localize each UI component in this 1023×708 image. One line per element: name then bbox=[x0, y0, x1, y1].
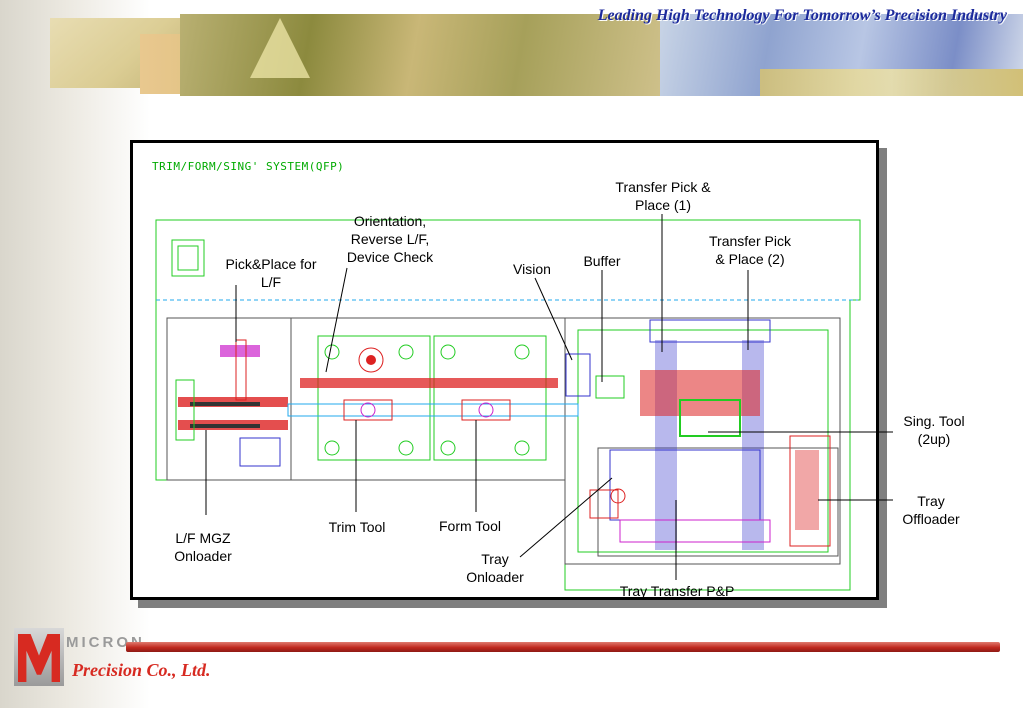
label-tray-transfer: Tray Transfer P&P bbox=[619, 583, 735, 599]
header-tagline: Leading High Technology For Tomorrow’s P… bbox=[597, 7, 1007, 24]
label-vision: Vision bbox=[513, 261, 551, 277]
left-gradient bbox=[0, 0, 150, 708]
buffer-unit bbox=[595, 375, 625, 399]
lf-rail bbox=[287, 403, 579, 417]
label-form-tool: Form Tool bbox=[439, 518, 501, 534]
trim-tool-box bbox=[317, 335, 431, 461]
company-logo: MICRON bbox=[14, 628, 142, 686]
company-name: Precision Co., Ltd. bbox=[72, 660, 211, 680]
label-transfer-pp-2: Transfer Pick& Place (2) bbox=[709, 233, 791, 267]
lf-mgz-mechanism bbox=[175, 339, 288, 467]
transfer-pp-mech bbox=[589, 319, 831, 550]
form-tool-mech bbox=[440, 344, 530, 456]
label-trim-tool: Trim Tool bbox=[328, 519, 386, 535]
label-buffer: Buffer bbox=[583, 253, 621, 269]
label-sing-tool: Sing. Tool(2up) bbox=[903, 413, 965, 447]
footer-red-bar bbox=[126, 642, 1000, 652]
leader-lines bbox=[205, 214, 893, 580]
trim-tool-mech bbox=[324, 344, 414, 456]
diagram-title: TRIM/FORM/SING' SYSTEM(QFP) bbox=[152, 160, 345, 173]
logo-word: MICRON bbox=[66, 634, 145, 651]
header-banner bbox=[40, 14, 1023, 96]
label-orientation: Orientation,Reverse L/F,Device Check bbox=[346, 213, 434, 265]
control-panel-icon bbox=[171, 239, 205, 277]
label-transfer-pp-1: Transfer Pick &Place (1) bbox=[615, 179, 711, 213]
vision-unit bbox=[565, 353, 591, 397]
logo-m-icon bbox=[14, 628, 64, 686]
form-tool-box bbox=[433, 335, 547, 461]
sing-section-box bbox=[564, 317, 841, 565]
